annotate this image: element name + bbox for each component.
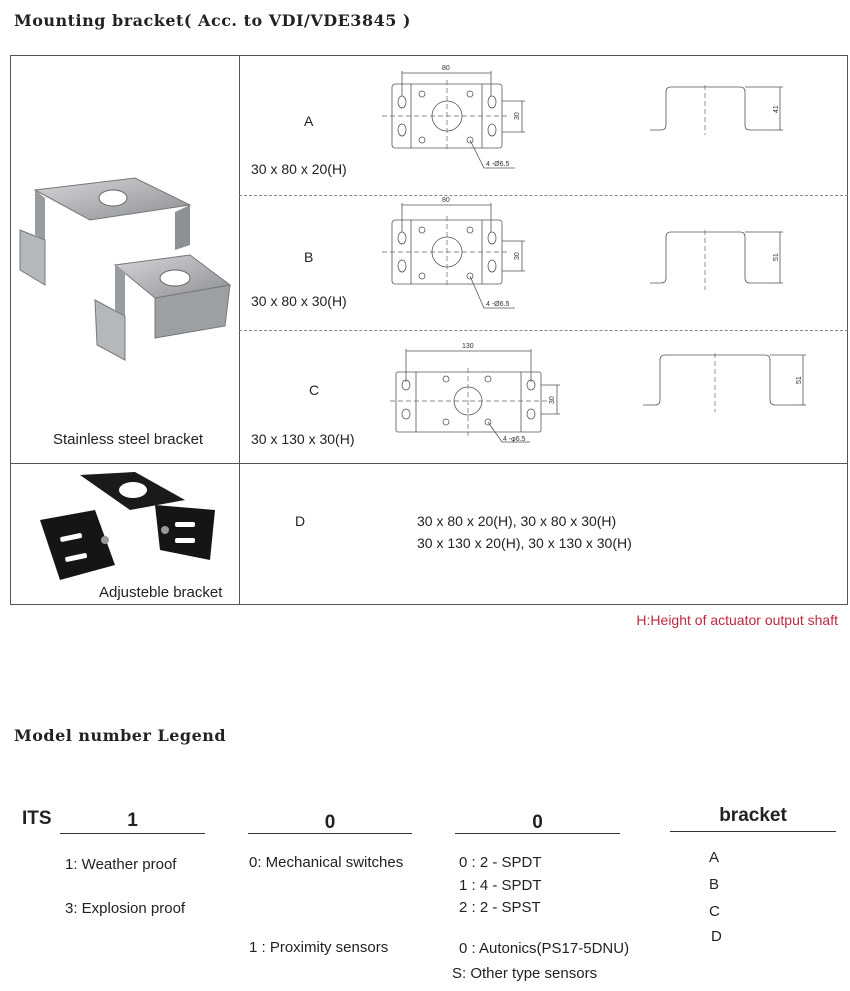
option-other-sensors: S: Other type sensors <box>452 965 598 982</box>
stainless-bracket-photo <box>19 177 232 361</box>
option-bracket-d: D <box>711 928 722 945</box>
row-b-profile-drawing: 51 <box>650 230 783 290</box>
field-series: 1 <box>127 810 138 831</box>
page-title: Mounting bracket( Acc. to VDI/VDE3845 ) <box>14 11 411 30</box>
option-proximity: 1 : Proximity sensors <box>249 939 389 956</box>
row-a-profile-drawing: 41 <box>650 85 783 135</box>
stainless-bracket-label: Stainless steel bracket <box>53 431 204 448</box>
row-b-letter: B <box>304 249 314 265</box>
row-d-letter: D <box>295 513 306 529</box>
row-divider <box>239 330 848 331</box>
row-b-plate-drawing: 80 30 4 -Ø6.5 <box>382 197 525 309</box>
height-note: H:Height of actuator output shaft <box>636 612 838 628</box>
row-c-size: 30 x 130 x 30(H) <box>251 431 355 447</box>
field-underline <box>248 833 412 834</box>
row-d-sizes-line1: 30 x 80 x 20(H), 30 x 80 x 30(H) <box>417 513 617 529</box>
option-4-spdt: 1 : 4 - SPDT <box>459 877 542 894</box>
option-explosion-proof: 3: Explosion proof <box>65 900 186 917</box>
dim-height: 51 <box>773 253 780 261</box>
adjustable-bracket-photo <box>40 472 215 580</box>
dim-height: 51 <box>796 376 803 384</box>
row-divider <box>239 195 848 196</box>
row-a-size: 30 x 80 x 20(H) <box>251 161 347 177</box>
option-autonics: 0 : Autonics(PS17-5DNU) <box>459 940 630 957</box>
row-b-size: 30 x 80 x 30(H) <box>251 293 347 309</box>
adjustable-bracket-label: Adjusteble bracket <box>99 584 223 601</box>
row-divider <box>10 463 848 464</box>
hole-note: 4 -Ø6.5 <box>486 161 509 168</box>
field-bracket: bracket <box>719 805 787 826</box>
dim-hole: 30 <box>514 252 521 260</box>
field-underline <box>60 833 205 834</box>
field-switch-type: 0 <box>324 812 336 833</box>
row-a-plate-drawing: 80 30 4 -Ø6.5 <box>382 65 525 169</box>
dim-hole: 30 <box>514 112 521 120</box>
dim-hole: 30 <box>549 396 556 404</box>
dim-width: 130 <box>462 343 474 350</box>
row-c-profile-drawing: 51 <box>643 353 806 412</box>
option-bracket-a: A <box>709 849 720 866</box>
row-a-letter: A <box>304 113 314 129</box>
dim-height: 41 <box>773 105 780 113</box>
field-contacts: 0 <box>532 812 543 833</box>
option-bracket-c: C <box>709 903 720 920</box>
row-c-letter: C <box>309 382 320 398</box>
dim-width: 80 <box>442 65 450 72</box>
row-d-sizes-line2: 30 x 130 x 20(H), 30 x 130 x 30(H) <box>417 535 632 551</box>
field-underline <box>670 831 836 832</box>
hole-note: 4 -Ø6.5 <box>486 301 509 308</box>
option-mechanical: 0: Mechanical switches <box>249 854 404 871</box>
dim-width: 80 <box>442 197 450 204</box>
option-weather-proof: 1: Weather proof <box>65 856 177 873</box>
model-prefix: ITS <box>22 808 52 829</box>
option-2-spst: 2 : 2 - SPST <box>459 899 541 916</box>
legend-title: Model number Legend <box>14 726 227 745</box>
option-bracket-b: B <box>709 876 720 893</box>
row-c-plate-drawing: 130 30 4 -φ6.5 <box>390 343 560 443</box>
option-2-spdt: 0 : 2 - SPDT <box>459 854 542 871</box>
field-underline <box>455 833 620 834</box>
hole-note: 4 -φ6.5 <box>503 436 526 443</box>
